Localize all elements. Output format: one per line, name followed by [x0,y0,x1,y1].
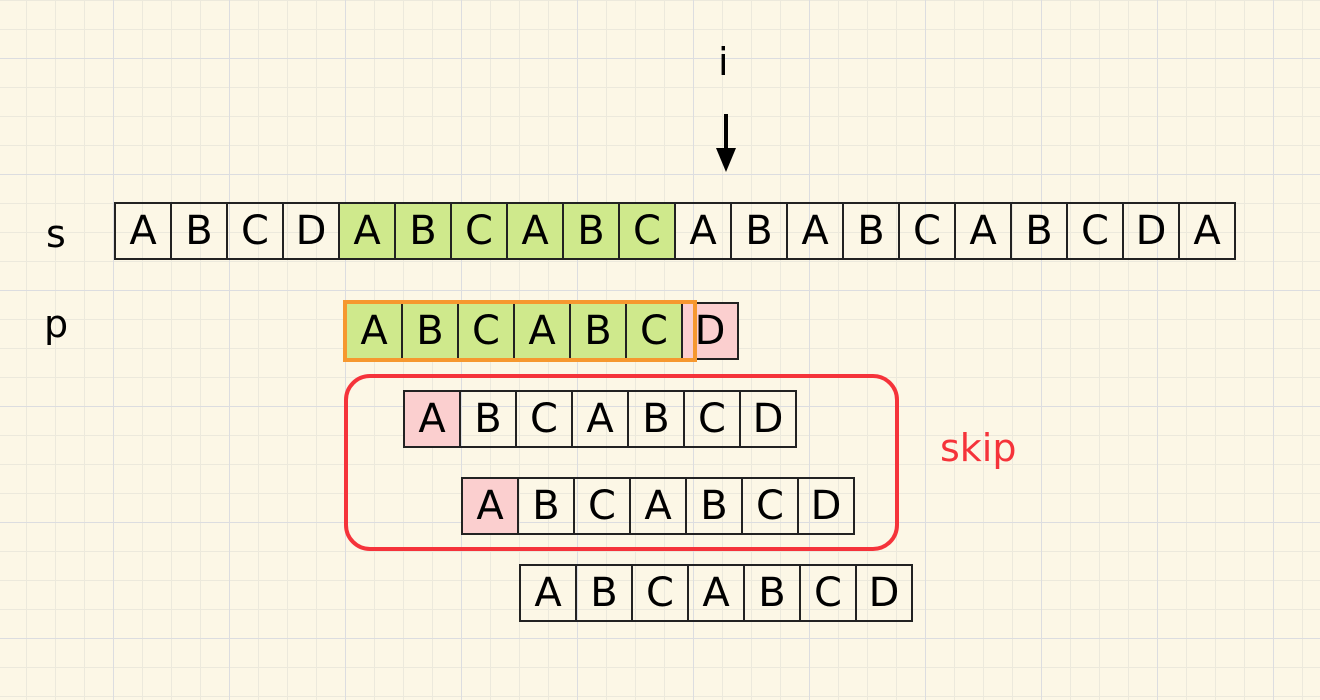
char-cell: A [1178,202,1236,260]
char-cell: A [674,202,732,260]
char-cell: A [954,202,1012,260]
char-cell: D [681,302,739,360]
char-cell: C [1066,202,1124,260]
char-cell: C [457,302,515,360]
char-cell: A [403,390,461,448]
char-cell: B [562,202,620,260]
char-cell: A [114,202,172,260]
pointer-i-label: i [718,40,729,84]
char-cell: A [519,564,577,622]
char-cell: C [799,564,857,622]
char-cell: A [687,564,745,622]
char-cell: C [683,390,741,448]
char-cell: C [631,564,689,622]
char-cell: B [842,202,900,260]
char-cell: D [739,390,797,448]
char-cell: C [226,202,284,260]
char-cell: A [506,202,564,260]
skip-region-box [344,374,899,551]
char-cell: B [575,564,633,622]
char-cell: D [282,202,340,260]
down-arrow-icon [716,114,736,172]
matched-prefix-highlight [343,300,697,362]
char-cell: C [898,202,956,260]
char-cell: D [797,477,855,535]
char-cell: D [1122,202,1180,260]
string-s-label: s [46,212,66,256]
char-cell: B [1010,202,1068,260]
char-cell: B [170,202,228,260]
char-cell: A [786,202,844,260]
char-cell: C [450,202,508,260]
char-cell: A [338,202,396,260]
char-cell: B [743,564,801,622]
char-cell: A [461,477,519,535]
pattern-p-label: p [44,302,69,346]
char-cell: B [394,202,452,260]
char-cell: B [730,202,788,260]
char-cell: B [401,302,459,360]
char-cell: D [855,564,913,622]
char-cell: C [618,202,676,260]
skip-label: skip [940,426,1017,470]
